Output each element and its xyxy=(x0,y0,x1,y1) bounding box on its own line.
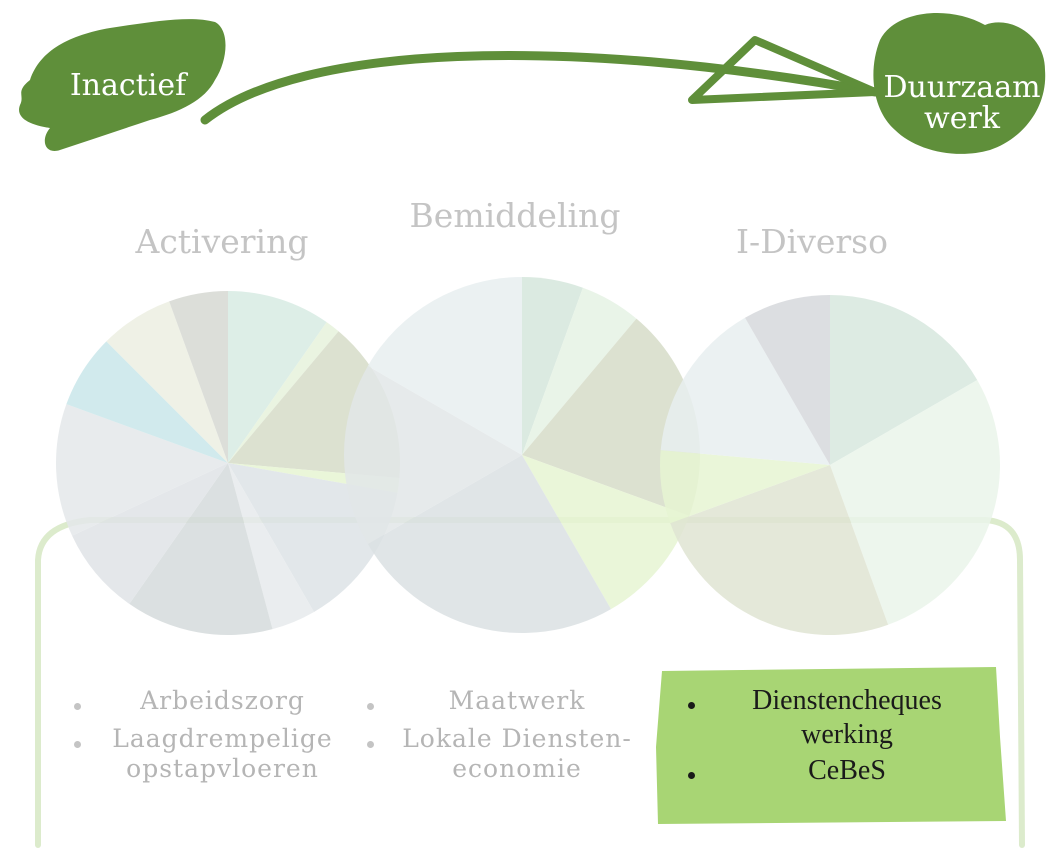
duurzaam-label-line1: Duurzaam xyxy=(883,70,1040,105)
duurzaam-blob-shape xyxy=(873,12,1046,154)
pie-slice xyxy=(830,380,1000,625)
pie-slice xyxy=(367,455,611,633)
pie-slice xyxy=(129,463,273,635)
list-item-dienstencheques: Dienstencheques werking xyxy=(752,685,942,750)
pie-slice xyxy=(522,318,700,516)
flow-arrow-head xyxy=(688,36,879,104)
bullet-dot xyxy=(367,741,374,748)
pie-slice xyxy=(522,455,690,610)
pie-slice xyxy=(55,404,228,536)
column-title-bemiddeling: Bemiddeling xyxy=(410,196,621,235)
list-item-maatwerk: Maatwerk xyxy=(448,686,586,715)
column-title-idiverso: I-Diverso xyxy=(736,222,888,261)
pie-slice xyxy=(228,291,327,463)
pie-slice xyxy=(522,287,637,455)
pie-slice xyxy=(745,295,830,465)
pie-slice xyxy=(830,295,978,465)
list-item-arbeidszorg: Arbeidszorg xyxy=(140,686,305,715)
pie-slice xyxy=(228,463,314,630)
flow-arrow-line xyxy=(200,51,880,125)
pie-slice xyxy=(670,465,889,636)
pie-slice xyxy=(522,277,583,455)
bullet-dot xyxy=(688,772,695,779)
pie-slice xyxy=(72,463,229,604)
pie-slice xyxy=(66,341,229,463)
highlight-box xyxy=(656,667,1006,824)
bullet-dot xyxy=(688,702,695,709)
pie-circles xyxy=(55,277,1000,636)
inactief-label: Inactief xyxy=(70,68,188,103)
bullet-dot xyxy=(74,703,81,710)
pie-slice xyxy=(367,277,522,455)
pie-slice xyxy=(169,291,228,463)
column-title-activering: Activering xyxy=(134,222,308,261)
list-item-laagdrempelige: Laagdrempelige opstapvloeren xyxy=(112,724,333,783)
bullet-dot xyxy=(367,703,374,710)
list-item-lokale-diensteneconomie: Lokale Diensten- economie xyxy=(402,724,632,783)
bullet-dot xyxy=(74,741,81,748)
pie-slice xyxy=(228,322,339,463)
list-item-cebes: CeBeS xyxy=(808,755,886,786)
inactief-blob-shape xyxy=(19,19,226,151)
pie-slice xyxy=(660,317,830,465)
pie-slice xyxy=(660,450,830,524)
pie-slice xyxy=(106,301,228,463)
pie-slice xyxy=(344,366,522,544)
duurzaam-label-line2: werk xyxy=(924,101,1001,136)
